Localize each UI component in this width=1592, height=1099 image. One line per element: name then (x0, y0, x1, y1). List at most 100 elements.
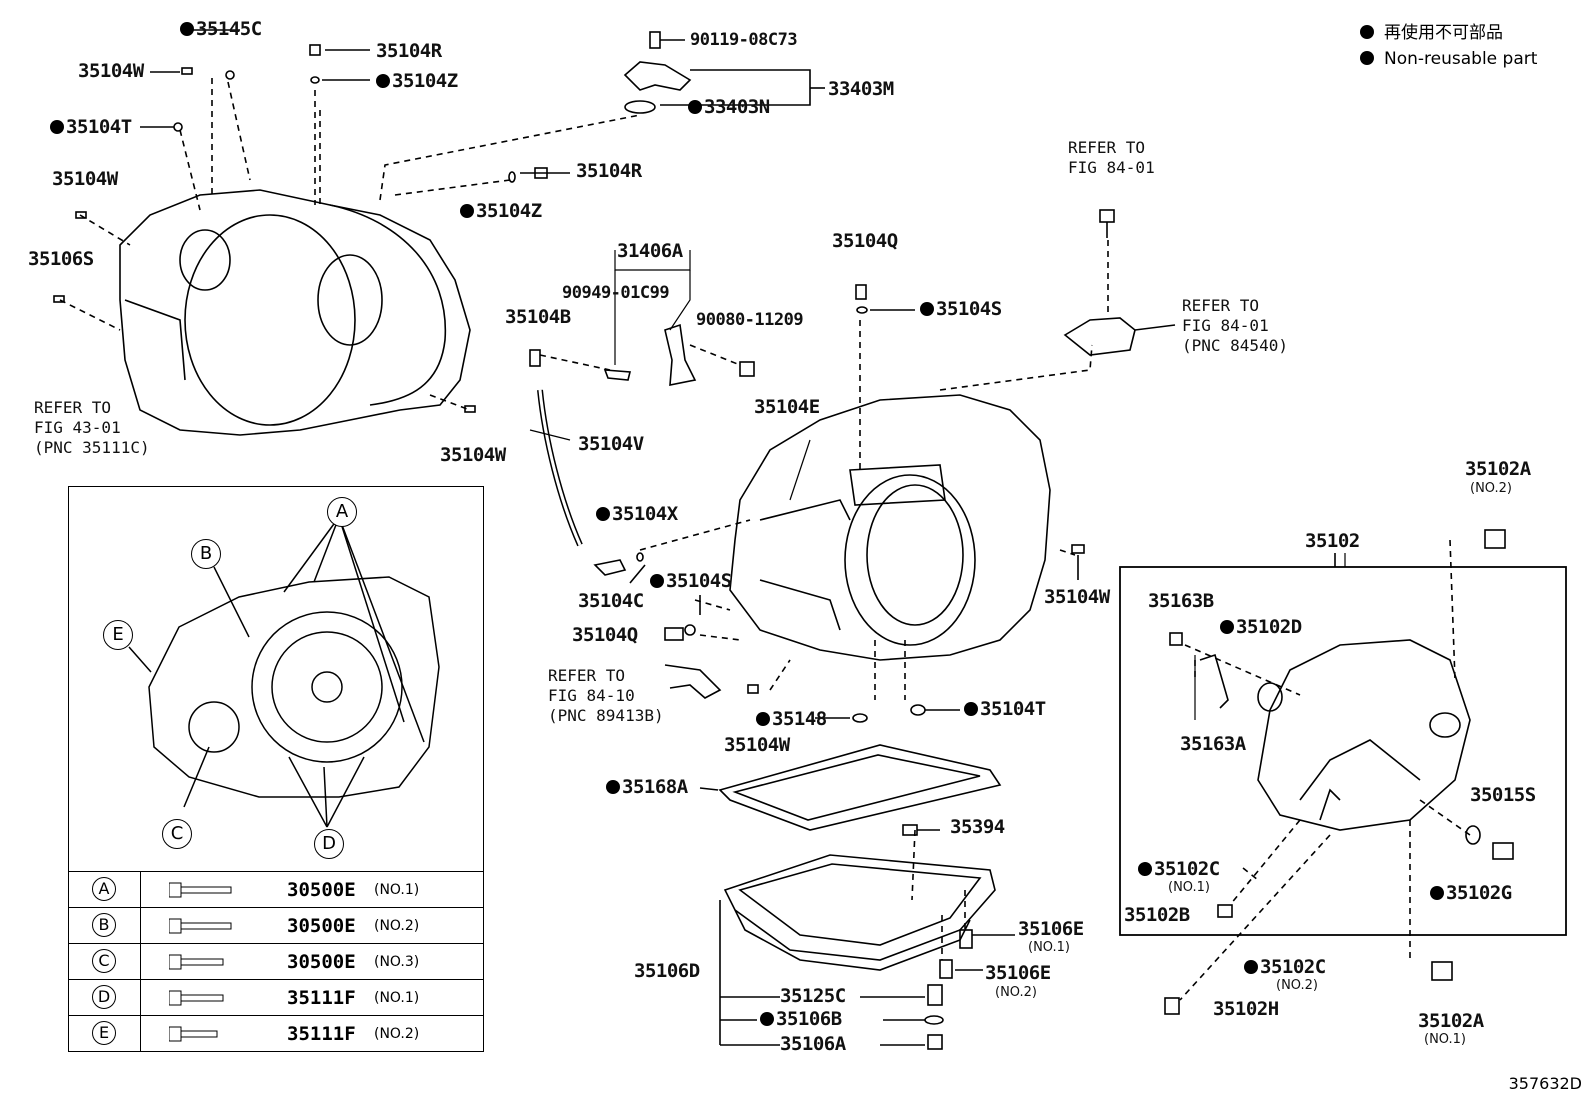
part-label[interactable]: 35104Q (572, 624, 638, 646)
part-label[interactable]: 35163B (1148, 590, 1214, 612)
reference-note[interactable]: REFER TO FIG 84-10 (PNC 89413B) (548, 666, 664, 725)
part-sub-label: (NO.2) (1276, 978, 1318, 993)
non-reusable-icon (606, 780, 620, 794)
non-reusable-icon (1220, 620, 1234, 634)
extension-housing-drawing (1164, 529, 1514, 1015)
part-label[interactable]: 35104R (576, 160, 642, 182)
non-reusable-icon (964, 702, 978, 716)
part-label[interactable]: 35163A (1180, 733, 1246, 755)
non-reusable-icon (460, 204, 474, 218)
callout-a: A (327, 497, 357, 527)
legend-en: Non-reusable part (1360, 46, 1537, 72)
part-label[interactable]: 90119-08C73 (690, 30, 798, 50)
part-label[interactable]: 35168A (606, 778, 688, 797)
part-label[interactable]: 35015S (1470, 784, 1536, 806)
part-label[interactable]: 35104E (754, 396, 820, 418)
non-reusable-icon (650, 574, 664, 588)
part-label[interactable]: 35106E (985, 962, 1051, 984)
oil-pan-gasket-drawing (699, 744, 1002, 836)
part-sub-label: (NO.1) (1028, 940, 1070, 955)
part-label[interactable]: 35102A (1465, 458, 1531, 480)
part-sub-label: (NO.2) (995, 985, 1037, 1000)
part-label[interactable]: 35104W (1044, 586, 1110, 608)
non-reusable-icon (596, 507, 610, 521)
part-label[interactable]: 35102H (1213, 998, 1279, 1020)
bolt-table: A B C D E A 30500E(NO.1) B 30500E(NO.2) … (68, 486, 484, 1052)
table-row: E 35111F(NO.2) (69, 1015, 483, 1051)
part-sub-label: (NO.1) (1424, 1032, 1466, 1047)
part-label[interactable]: 35106S (28, 248, 94, 270)
non-reusable-icon (50, 120, 64, 134)
callout-d: D (314, 829, 344, 859)
part-label[interactable]: 35104T (964, 700, 1046, 719)
part-label[interactable]: 31406A (617, 240, 683, 262)
part-label[interactable]: 35102G (1430, 884, 1512, 903)
part-label[interactable]: 35394 (950, 816, 1005, 838)
part-sub-label: (NO.2) (1470, 481, 1512, 496)
part-label[interactable]: 90080-11209 (696, 310, 804, 330)
part-sub-label: (NO.1) (1168, 880, 1210, 895)
part-label[interactable]: 35125C (780, 985, 846, 1007)
table-row: B 30500E(NO.2) (69, 907, 483, 943)
part-label[interactable]: 35104Q (832, 230, 898, 252)
part-label[interactable]: 35104Z (376, 72, 458, 91)
bullet-icon (1360, 51, 1374, 65)
part-label[interactable]: 35104T (50, 118, 132, 137)
inset-drawing (128, 516, 440, 828)
part-label[interactable]: 35106D (634, 960, 700, 982)
non-reusable-icon (756, 712, 770, 726)
part-label[interactable]: 35102 (1305, 530, 1360, 552)
non-reusable-icon (1244, 960, 1258, 974)
part-label[interactable]: 35104W (724, 734, 790, 756)
non-reusable-icon (180, 22, 194, 36)
part-label[interactable]: 35104W (78, 60, 144, 82)
legend: 再使用不可部品 Non-reusable part (1360, 20, 1537, 72)
bullet-icon (1360, 25, 1374, 39)
case-drawing (729, 394, 1051, 661)
part-label[interactable]: 35106B (760, 1010, 842, 1029)
part-label[interactable]: 35102A (1418, 1010, 1484, 1032)
part-label[interactable]: 35102C (1138, 860, 1220, 879)
part-label[interactable]: 35104W (52, 168, 118, 190)
table-row: D 35111F(NO.1) (69, 979, 483, 1015)
non-reusable-icon (760, 1012, 774, 1026)
non-reusable-icon (688, 100, 702, 114)
transaxle-housing-drawing (119, 189, 471, 436)
non-reusable-icon (1138, 862, 1152, 876)
part-label[interactable]: 35148 (756, 710, 827, 729)
callout-b: B (191, 539, 221, 569)
part-label[interactable]: 33403M (828, 78, 894, 100)
table-row: A 30500E(NO.1) (69, 871, 483, 907)
oil-pan-drawing (719, 854, 1015, 1050)
part-label[interactable]: 35102C (1244, 958, 1326, 977)
table-row: C 30500E(NO.3) (69, 943, 483, 979)
non-reusable-icon (1430, 886, 1444, 900)
part-label[interactable]: 33403N (688, 98, 770, 117)
part-label[interactable]: 35104B (505, 306, 571, 328)
part-label[interactable]: 35102B (1124, 904, 1190, 926)
part-label[interactable]: 35104S (650, 572, 732, 591)
callout-c: C (162, 819, 192, 849)
part-label[interactable]: 35104W (440, 444, 506, 466)
part-label[interactable]: 35145C (180, 20, 262, 39)
part-label[interactable]: 35104Z (460, 202, 542, 221)
part-label[interactable]: 35102D (1220, 618, 1302, 637)
part-label[interactable]: 35104V (578, 433, 644, 455)
part-label[interactable]: 35104X (596, 505, 678, 524)
reference-note[interactable]: REFER TO FIG 84-01 (PNC 84540) (1182, 296, 1288, 355)
non-reusable-icon (376, 74, 390, 88)
non-reusable-icon (920, 302, 934, 316)
callout-e: E (103, 620, 133, 650)
part-label[interactable]: 35106E (1018, 918, 1084, 940)
part-label[interactable]: 35104R (376, 40, 442, 62)
reference-note[interactable]: REFER TO FIG 43-01 (PNC 35111C) (34, 398, 150, 457)
diagram-id: 357632D (1508, 1074, 1582, 1093)
part-label[interactable]: 35104S (920, 300, 1002, 319)
part-label[interactable]: 35104C (578, 590, 644, 612)
part-label[interactable]: 35106A (780, 1033, 846, 1055)
legend-jp: 再使用不可部品 (1360, 20, 1537, 46)
part-label[interactable]: 90949-01C99 (562, 283, 670, 303)
reference-note[interactable]: REFER TO FIG 84-01 (1068, 138, 1155, 177)
